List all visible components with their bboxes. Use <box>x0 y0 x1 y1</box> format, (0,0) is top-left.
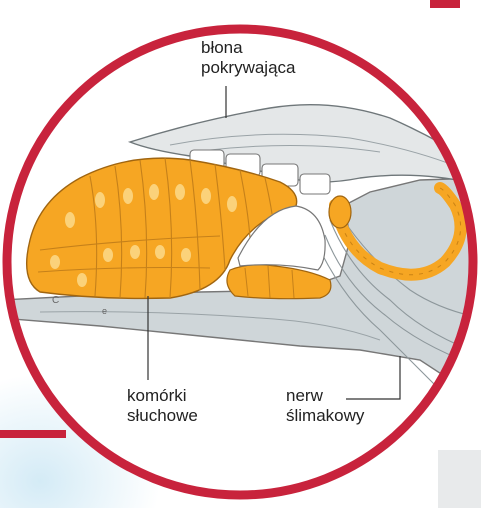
pillar-cell <box>329 196 351 228</box>
label-hair-cells: komórki słuchowe <box>127 386 198 426</box>
label-tectorial-membrane: błona pokrywająca <box>201 38 296 78</box>
svg-text:C: C <box>52 295 59 306</box>
label-cochlear-nerve: nerw ślimakowy <box>286 386 364 426</box>
label-line: komórki <box>127 386 198 406</box>
label-line: słuchowe <box>127 406 198 426</box>
label-line: błona <box>201 38 296 58</box>
corner-panel <box>438 450 481 508</box>
label-line: ślimakowy <box>286 406 364 426</box>
label-line: nerw <box>286 386 364 406</box>
label-line: pokrywająca <box>201 58 296 78</box>
corner-mark <box>430 0 460 8</box>
svg-text:e: e <box>102 306 107 316</box>
